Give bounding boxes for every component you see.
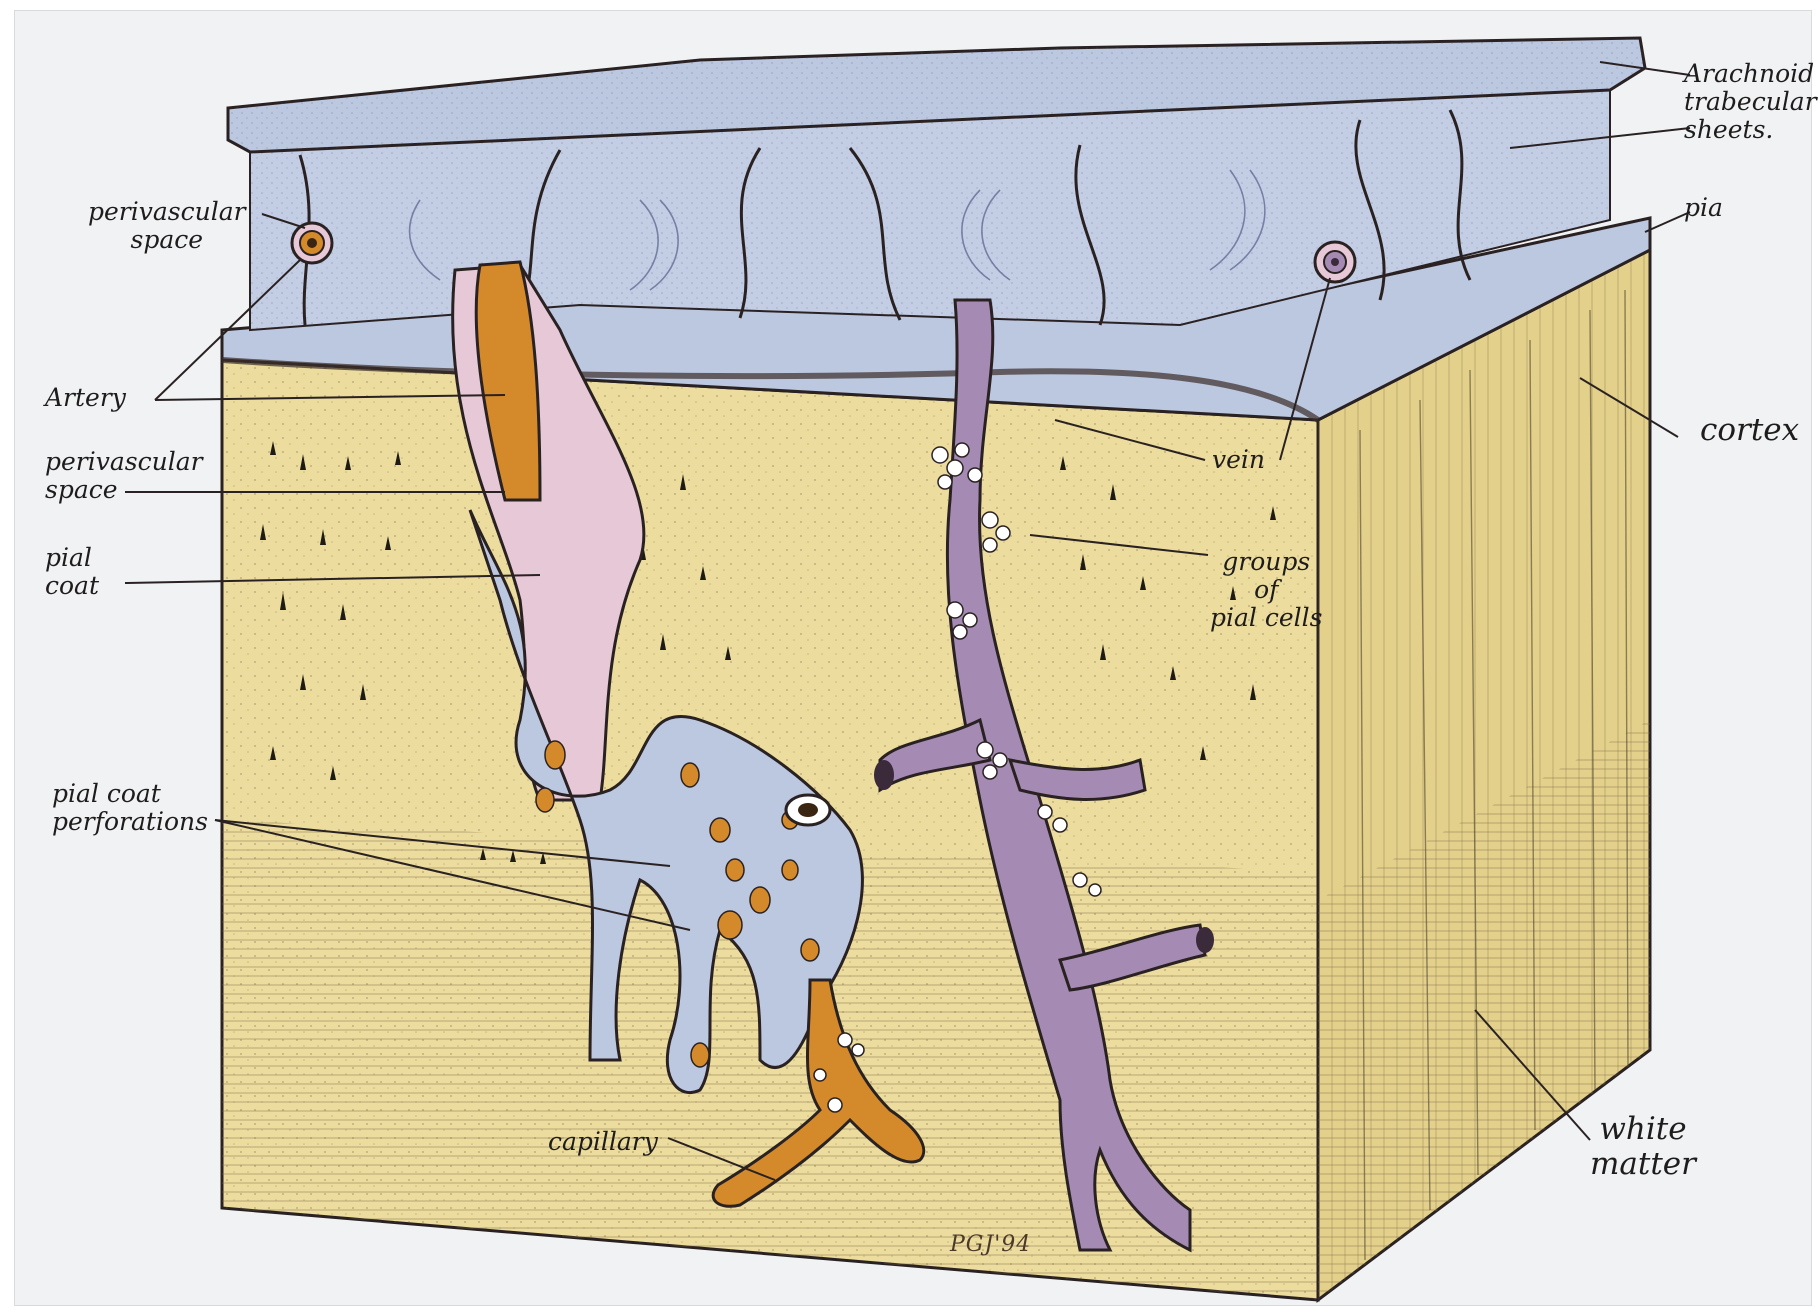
vein-branch-lumen-lower (1196, 927, 1214, 953)
vein-branch-lumen-left (874, 760, 894, 790)
artery-lumen (307, 238, 317, 248)
label-pial-coat: pial coat (45, 544, 99, 600)
artist-signature: PGJ'94 (950, 1232, 1031, 1257)
label-cortex: cortex (1700, 413, 1799, 448)
label-groups-of-pial-cells: groups of pial cells (1210, 548, 1322, 632)
label-pia: pia (1684, 194, 1723, 222)
label-perivascular-space-top: perivascular space (88, 198, 246, 254)
label-white-matter: white matter (1590, 1112, 1696, 1181)
label-capillary: capillary (548, 1128, 658, 1156)
cortex-block (222, 250, 1650, 1300)
vein-lumen (1331, 258, 1339, 266)
label-pial-coat-perforations: pial coat perforations (52, 780, 208, 836)
artery-branch-lumen (798, 803, 818, 817)
label-perivascular-space-mid: perivascular space (45, 448, 203, 504)
label-vein: vein (1212, 446, 1265, 474)
label-arachnoid-trabecular-sheets: Arachnoid trabecular sheets. (1684, 60, 1817, 144)
label-artery: Artery (45, 384, 126, 412)
